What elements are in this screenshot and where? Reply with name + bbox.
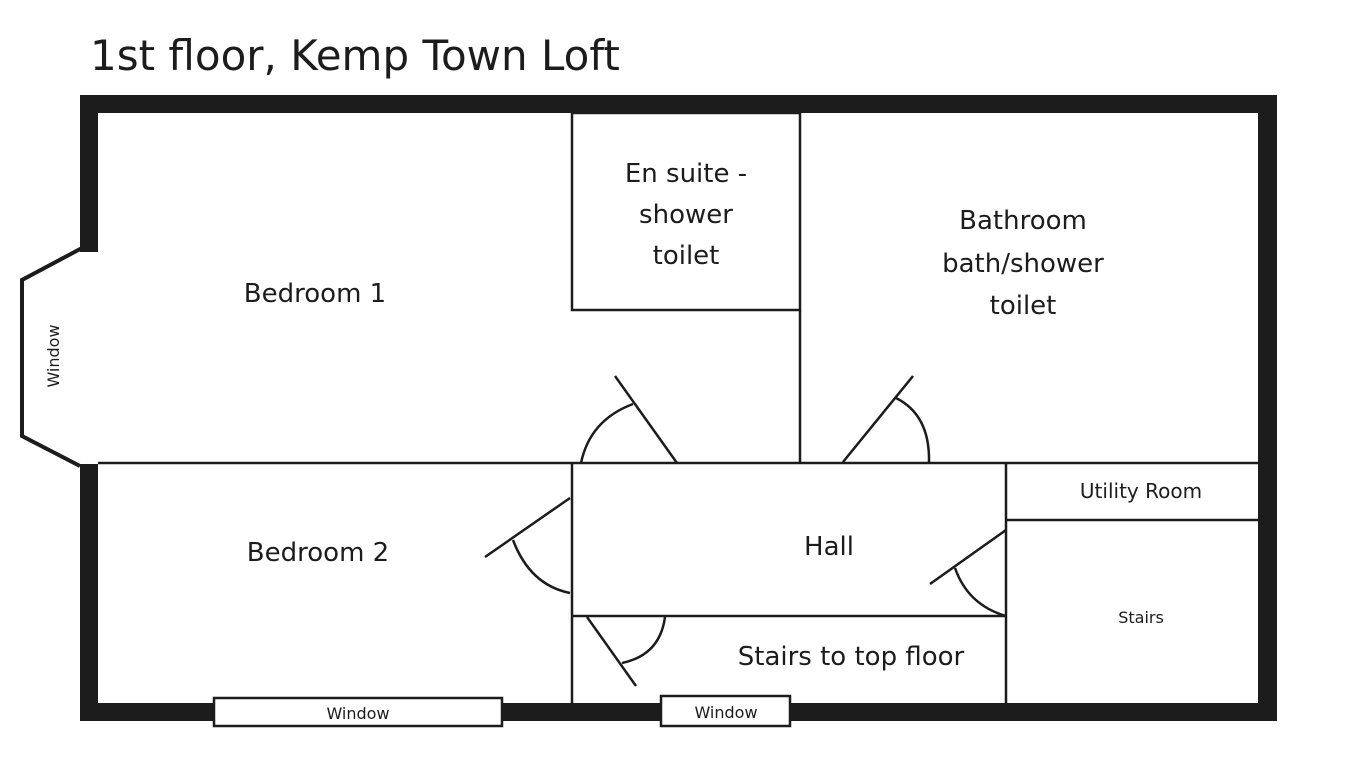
svg-text:bath/shower: bath/shower: [942, 249, 1104, 279]
plan-title: 1st floor, Kemp Town Loft: [90, 31, 620, 80]
window-label-bottom-middle: Window: [694, 703, 757, 722]
svg-text:toilet: toilet: [990, 291, 1057, 321]
bay-window: [20, 246, 83, 468]
door-bedroom2: [484, 496, 571, 595]
svg-text:toilet: toilet: [653, 241, 720, 271]
room-bathroom: Bathroom bath/shower toilet: [942, 206, 1104, 321]
room-bedroom2: Bedroom 2: [247, 538, 389, 568]
room-ensuite: En suite - shower toilet: [625, 159, 747, 271]
door-bathroom: [842, 375, 931, 463]
door-bedroom1: [579, 375, 679, 464]
room-bedroom1: Bedroom 1: [244, 279, 386, 309]
window-label-left: Window: [44, 324, 63, 387]
door-stairs: [929, 528, 1007, 618]
svg-text:shower: shower: [639, 200, 733, 230]
room-hall: Hall: [804, 532, 854, 562]
svg-text:Bathroom: Bathroom: [959, 206, 1087, 236]
room-utility: Utility Room: [1080, 479, 1202, 503]
door-stairs-top: [585, 616, 667, 687]
window-label-bottom-left: Window: [326, 704, 389, 723]
svg-text:En suite -: En suite -: [625, 159, 747, 189]
room-stairs-top: Stairs to top floor: [738, 642, 965, 672]
window-bottom-middle: Window: [659, 694, 792, 728]
window-bottom-left: Window: [212, 696, 504, 728]
interior-walls: [98, 111, 1258, 703]
room-stairs: Stairs: [1118, 608, 1164, 627]
